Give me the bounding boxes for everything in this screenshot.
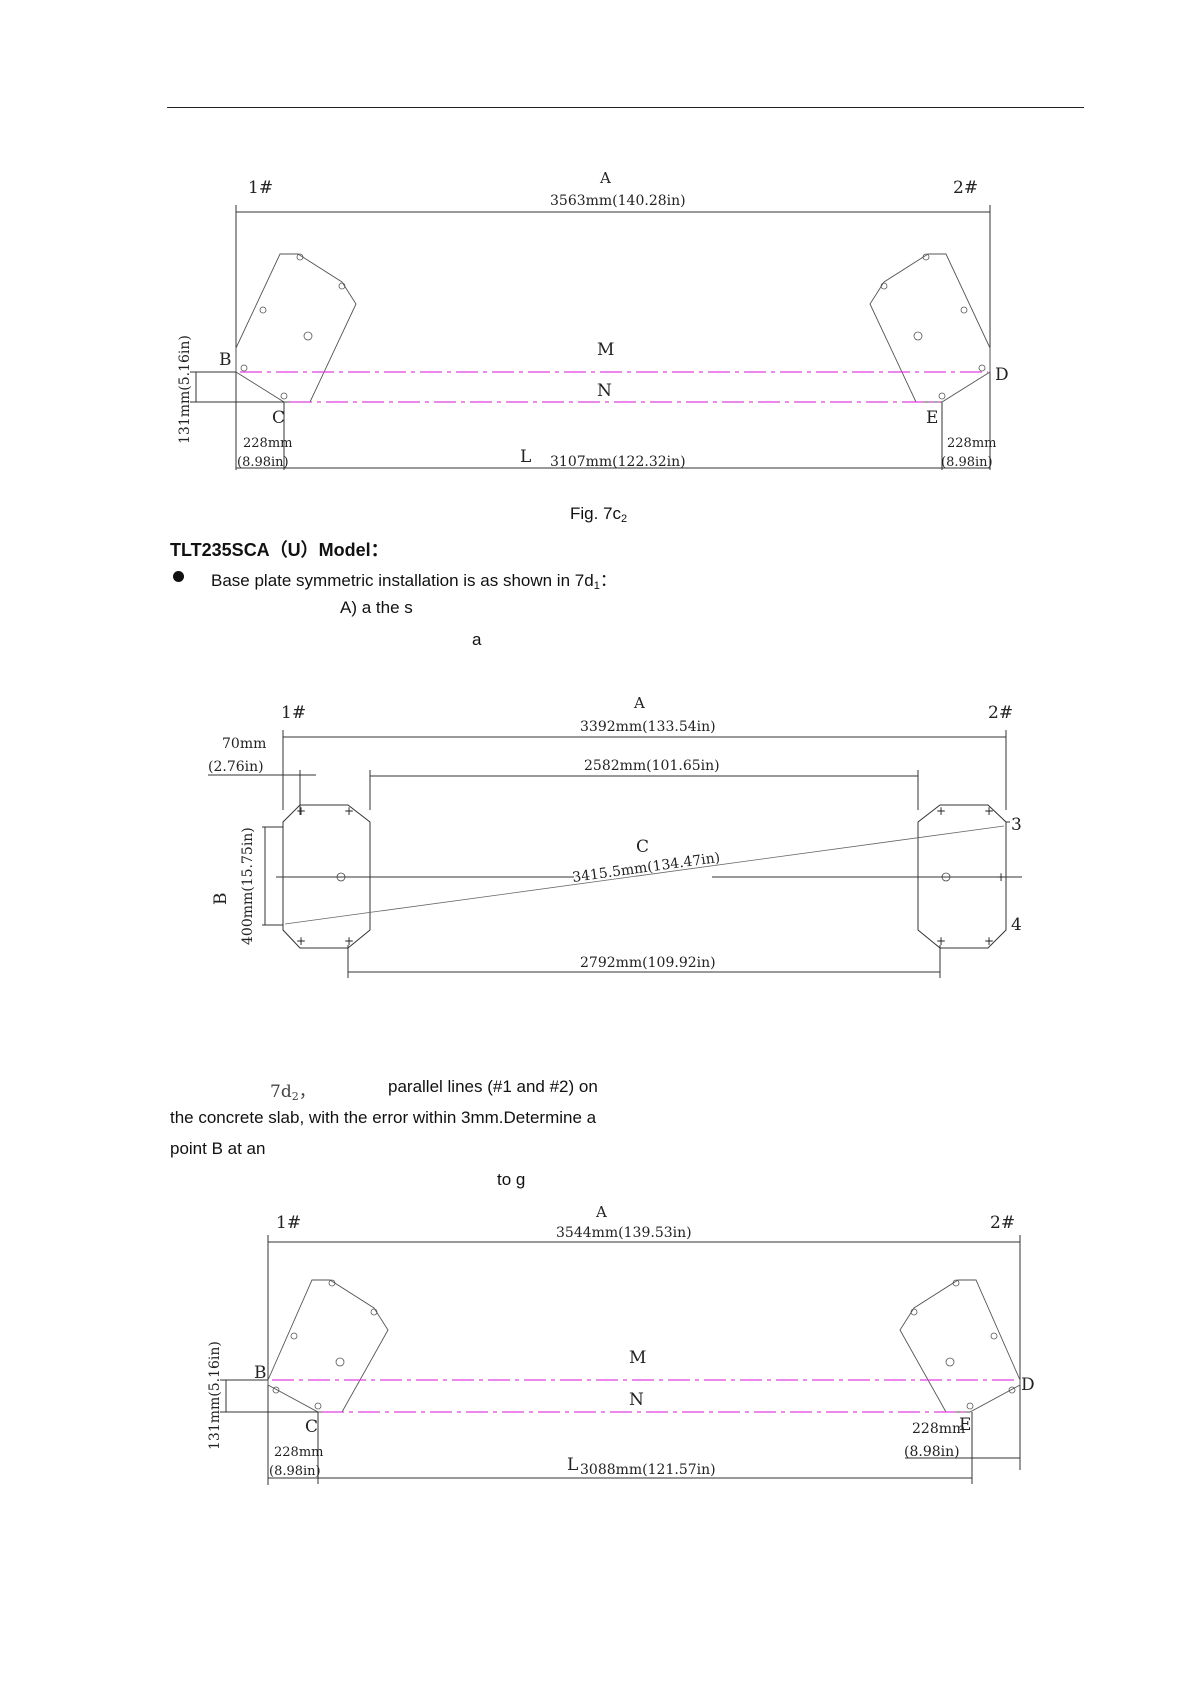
label-L: L: [520, 447, 531, 467]
label-1-hash: 1#: [248, 178, 273, 198]
paragraph-line-3: point B at an: [170, 1139, 266, 1158]
label-C: C: [272, 408, 285, 428]
label-4: 4: [1011, 915, 1022, 935]
bullet-dot: [173, 571, 184, 582]
dim-left-vertical: 131mm(5.16in): [207, 1341, 223, 1450]
label-1-hash: 1#: [276, 1213, 301, 1233]
label-B: B: [211, 893, 231, 906]
figure-7c2: 1# 2# A 3563mm(140.28in) B C D E M N L 3…: [177, 169, 1009, 470]
dim-vertical: 400mm(15.75in): [240, 827, 256, 945]
dim-A: 3563mm(140.28in): [550, 193, 686, 209]
figure-7d1: + + + + + + + + + 1# 2# A 3392mm(133.54in) 7…: [208, 694, 1022, 978]
figure-7d2: 1# 2# A 3544mm(139.53in) B C D E M N L 3…: [207, 1203, 1035, 1485]
dim-left-offset-in: (8.98in): [237, 455, 289, 470]
paragraph-line-1-tail: parallel lines (#1 and #2) on: [388, 1077, 598, 1096]
svg-text:+: +: [344, 934, 354, 948]
label-A: A: [633, 694, 645, 712]
label-3: 3: [1011, 815, 1022, 835]
dim-right-offset-in: (8.98in): [941, 455, 993, 470]
dim-left-offset-in: (8.98in): [269, 1464, 321, 1479]
dim-left-offset-mm: 228mm: [274, 1445, 323, 1460]
label-E: E: [926, 408, 938, 428]
svg-text:+: +: [344, 804, 354, 818]
dim-offset-mm: 70mm: [222, 736, 266, 752]
svg-text:+: +: [984, 804, 994, 818]
dim-bottom: 2792mm(109.92in): [580, 955, 716, 971]
header-rule: [167, 107, 1084, 108]
label-N: N: [629, 1390, 644, 1410]
svg-text:+: +: [296, 804, 306, 818]
svg-text:+: +: [296, 934, 306, 948]
dim-A: 3544mm(139.53in): [556, 1225, 692, 1241]
label-2-hash: 2#: [988, 703, 1013, 723]
label-D: D: [1021, 1375, 1035, 1395]
label-2-hash: 2#: [990, 1213, 1015, 1233]
dim-offset-in: (2.76in): [208, 759, 264, 775]
svg-text:+: +: [996, 870, 1006, 884]
label-M: M: [597, 340, 614, 360]
dim-left-offset-mm: 228mm: [243, 436, 292, 451]
section-heading: TLT235SCA（U）Model：: [170, 540, 389, 560]
figure-caption-7c2: Fig. 7c2: [570, 504, 628, 525]
dim-right-offset-mm: 228mm: [947, 436, 996, 451]
label-M: M: [629, 1348, 646, 1368]
fragment-line-1: A) a the s: [340, 598, 413, 617]
label-E: E: [959, 1415, 971, 1435]
label-A: A: [595, 1203, 607, 1221]
label-2-hash: 2#: [953, 178, 978, 198]
bullet-text: Base plate symmetric installation is as …: [211, 571, 617, 592]
dim-inner: 2582mm(101.65in): [584, 758, 720, 774]
label-A: A: [599, 169, 611, 187]
svg-text:+: +: [936, 934, 946, 948]
paragraph-line-1: 7d2，: [270, 1082, 316, 1103]
label-B: B: [219, 350, 232, 370]
label-1-hash: 1#: [281, 703, 306, 723]
label-C: C: [305, 1417, 318, 1437]
dim-A: 3392mm(133.54in): [580, 719, 716, 735]
label-D: D: [995, 365, 1009, 385]
fragment-line-2: a: [472, 630, 482, 649]
svg-text:+: +: [936, 804, 946, 818]
dim-bottom: 3088mm(121.57in): [580, 1462, 716, 1478]
dim-right-offset-mm: 228mm: [912, 1421, 965, 1437]
dim-left-vertical: 131mm(5.16in): [177, 335, 193, 444]
label-B: B: [254, 1363, 267, 1383]
dim-bottom: 3107mm(122.32in): [550, 454, 686, 470]
svg-text:+: +: [984, 934, 994, 948]
dim-right-offset-in: (8.98in): [904, 1444, 960, 1460]
label-N: N: [597, 381, 612, 401]
paragraph-line-2: the concrete slab, with the error within…: [170, 1108, 597, 1127]
paragraph-line-4: to g: [497, 1170, 526, 1189]
label-L: L: [567, 1455, 578, 1475]
label-C: C: [636, 837, 649, 857]
